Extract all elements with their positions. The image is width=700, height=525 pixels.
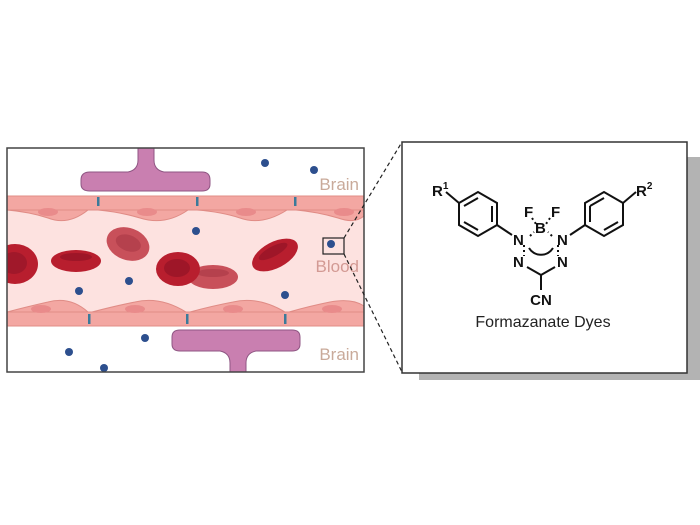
- dye-particle: [75, 287, 83, 295]
- tight-junction: [88, 314, 91, 324]
- label-brain-top: Brain: [319, 175, 359, 194]
- dye-particle: [125, 277, 133, 285]
- dye-particle: [141, 334, 149, 342]
- structure-panel-frame: [401, 141, 688, 374]
- nitrile-group: CN: [530, 292, 552, 309]
- endothelium-bottom: [7, 299, 364, 327]
- zoom-box: [322, 237, 345, 255]
- atom-nitrogen-3: N: [513, 254, 524, 271]
- structure-panel: R1 R2 F F B N N N N CN Formazanate Dyes: [401, 141, 700, 380]
- atom-nitrogen-2: N: [557, 232, 568, 249]
- tight-junction: [97, 197, 100, 206]
- nucleus: [223, 305, 243, 313]
- dye-particle: [192, 227, 200, 235]
- dye-particle: [281, 291, 289, 299]
- tight-junction: [196, 197, 199, 206]
- atom-nitrogen-1: N: [513, 232, 524, 249]
- label-blood: Blood: [316, 257, 359, 276]
- astrocyte-endfoot-bottom: [171, 329, 301, 372]
- nucleus: [334, 208, 354, 216]
- label-brain-bottom: Brain: [319, 345, 359, 364]
- dye-particle: [261, 159, 269, 167]
- dye-particle: [100, 364, 108, 372]
- endothelium-top: [7, 195, 364, 222]
- astrocyte-endfoot-top: [80, 148, 211, 192]
- nucleus: [322, 305, 342, 313]
- atom-fluorine-2: F: [551, 204, 560, 221]
- bbb-panel-frame: [6, 147, 365, 373]
- tight-junction: [294, 197, 297, 206]
- nucleus: [38, 208, 58, 216]
- dye-particle: [65, 348, 73, 356]
- substituent-r2: R2: [636, 181, 653, 200]
- structure-caption: Formazanate Dyes: [475, 314, 610, 331]
- zoom-connector-lines: [343, 141, 403, 373]
- substituent-r1: R1: [432, 181, 449, 200]
- red-blood-cell: [188, 265, 238, 289]
- red-blood-cells: [7, 227, 298, 289]
- dye-particles: [65, 159, 335, 372]
- coordination-bonds: [523, 217, 559, 256]
- red-blood-cell: [51, 250, 101, 272]
- red-blood-cell: [106, 227, 150, 261]
- red-blood-cell: [7, 244, 38, 284]
- tight-junction: [284, 314, 287, 324]
- nucleus: [31, 305, 51, 313]
- tight-junction: [186, 314, 189, 324]
- formazanate-structure: [445, 190, 637, 290]
- nucleus: [236, 208, 256, 216]
- atom-nitrogen-4: N: [557, 254, 568, 271]
- atom-fluorine-1: F: [524, 204, 533, 221]
- dye-particle: [327, 240, 335, 248]
- bbb-panel: Brain Blood Brain: [6, 147, 365, 373]
- red-blood-cell: [252, 238, 298, 272]
- nucleus: [137, 208, 157, 216]
- dye-particle: [310, 166, 318, 174]
- atom-boron: B: [535, 220, 546, 237]
- red-blood-cell: [156, 252, 200, 286]
- nucleus: [125, 305, 145, 313]
